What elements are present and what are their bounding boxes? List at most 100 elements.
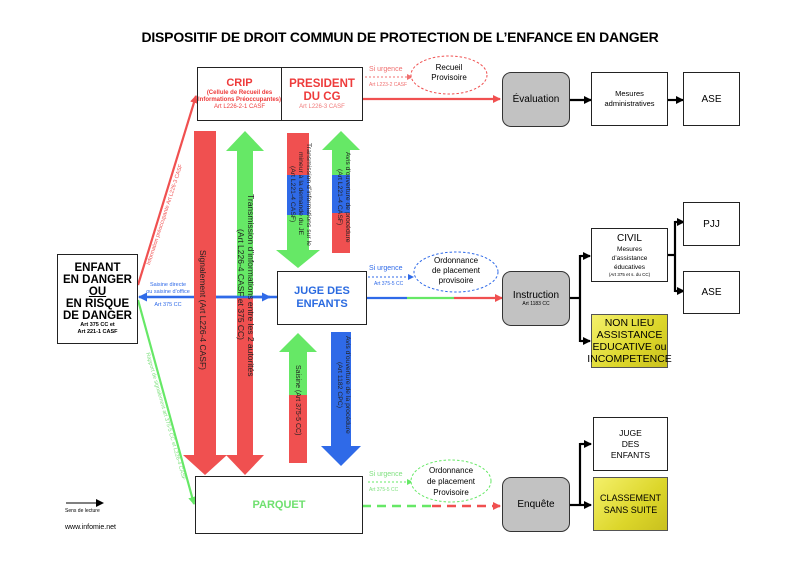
- urgence-ref-3: Art 375-5 CC: [369, 487, 399, 493]
- mesures-admin-box: Mesures administratives: [591, 72, 668, 126]
- juge-bottom-box: JUGE DES ENFANTS: [593, 417, 668, 471]
- urgence-label-3: Si urgence: [369, 471, 403, 478]
- civil-line2: d’assistance: [611, 254, 648, 262]
- label-avis-ouverture-cg: Avis d’ouverture de procédure (Art L221-…: [331, 140, 351, 255]
- civil-ref: (Art 375 et s. du CC): [608, 271, 651, 277]
- pjj-box: PJJ: [683, 202, 740, 246]
- instruction-label: Instruction: [512, 290, 560, 301]
- enfant-ref1: Art 375 CC et: [80, 322, 115, 328]
- ase-top-label: ASE: [701, 93, 722, 105]
- juge-box: JUGE DES ENFANTS: [277, 271, 367, 325]
- president-box: PRESIDENT DU CG Art L226-3 CASF: [281, 67, 363, 121]
- ase-top-box: ASE: [683, 72, 740, 126]
- juge-bottom-line1: JUGE: [619, 427, 642, 438]
- mesures-admin-line1: Mesures: [615, 89, 644, 98]
- enfant-box: ENFANT EN DANGER OU EN RISQUE DE DANGER …: [57, 254, 138, 344]
- bubble-2-line2: de placement: [431, 266, 481, 275]
- non-lieu-line3: EDUCATIVE ou: [592, 341, 667, 353]
- avis-ouverture-cg-line1: Avis d’ouverture de procédure: [344, 152, 351, 243]
- evaluation-box: Évaluation: [502, 72, 570, 127]
- pjj-label: PJJ: [703, 218, 720, 230]
- enfant-ref2: Art 221-1 CASF: [77, 329, 118, 335]
- avis-ouverture-1182-line2: (Art 1182 CPC): [336, 362, 343, 408]
- urgence-ref-2: Art 375-5 CC: [374, 281, 404, 287]
- civil-line1: Mesures: [617, 245, 642, 253]
- urgence-label-1: Si urgence: [369, 66, 403, 73]
- page-title: DISPOSITIF DE DROIT COMMUN DE PROTECTION…: [141, 29, 659, 45]
- bubble-text-2: Ordonnance de placement provisoire: [414, 256, 498, 286]
- juge-line1: JUGE DES: [294, 285, 350, 297]
- enquete-box: Enquête: [502, 477, 570, 532]
- transmission-2-autorites-line2: (Art L226-4 CASF et 375 CC): [236, 229, 246, 341]
- arrow-transmission-mineur-red: [287, 133, 309, 175]
- arrow-saisine-375-red: [289, 395, 307, 463]
- bubble-3-line1: Ordonnance: [428, 466, 474, 475]
- non-lieu-line4: INCOMPETENCE: [587, 353, 672, 365]
- ase-mid-box: ASE: [683, 271, 740, 314]
- bubble-text-3: Ordonnance de placement Provisoire: [411, 465, 491, 498]
- arrow-transmission-2-autorites: [226, 131, 264, 297]
- urgence-label-2: Si urgence: [369, 265, 403, 272]
- juge-line2: ENFANTS: [296, 298, 348, 310]
- saisine-line1: Saisine directe: [149, 282, 187, 288]
- transmission-mineur-line2: mineur à la demande du JE: [297, 152, 304, 236]
- arrow-transmission-2-autorites-lower: [226, 297, 264, 475]
- transmission-mineur-line1: Transmission d’informations sur le: [305, 142, 312, 246]
- president-line1: PRESIDENT: [289, 77, 355, 90]
- enquete-label: Enquête: [517, 499, 555, 510]
- instruction-box: Instruction Art 1183 CC: [502, 271, 570, 326]
- non-lieu-line2: ASSISTANCE: [596, 329, 663, 341]
- classement-line2: SANS SUITE: [603, 505, 658, 515]
- arrow-transmission-mineur-blue: [287, 175, 309, 215]
- enfant-line1: ENFANT: [74, 262, 121, 274]
- bubble-1-line1: Recueil: [435, 63, 463, 72]
- arrow-info-preoccupante: [136, 95, 198, 286]
- label-transmission-mineur: Transmission d’informations sur le mineu…: [286, 134, 312, 254]
- enfant-line2: EN DANGER: [62, 274, 132, 286]
- arrow-rapport-signalement: [136, 299, 197, 505]
- avis-ouverture-cg-line2: (Art L221-4 CASF): [336, 169, 343, 226]
- label-transmission-2-autorites: Transmission d’informations entre les 2 …: [234, 190, 256, 380]
- president-ref: Art L226-3 CASF: [299, 103, 345, 110]
- crip-sub1: (Cellule de Recueil des: [206, 90, 273, 96]
- arrow-signalement: [183, 131, 227, 475]
- arrow-saisine-375-green: [279, 333, 317, 395]
- crip-sub2: Informations Préoccupantes): [198, 97, 282, 103]
- juge-bottom-line3: ENFANTS: [610, 449, 651, 460]
- evaluation-label: Évaluation: [512, 94, 560, 105]
- website-label: www.infomie.net: [65, 524, 116, 531]
- legend-label: Sens de lecture: [65, 508, 100, 514]
- transmission-2-autorites-line1: Transmission d’informations entre les 2 …: [246, 193, 256, 377]
- crip-box: CRIP (Cellule de Recueil des Information…: [197, 67, 282, 121]
- label-saisine-ref: Art 375 CC: [154, 302, 182, 308]
- civil-box: CIVIL Mesures d’assistance éducatives (A…: [591, 228, 668, 282]
- label-avis-ouverture-1182: Avis d’ouverture de la procédure (Art 11…: [331, 335, 351, 435]
- classement-box: CLASSEMENT SANS SUITE: [593, 477, 668, 531]
- parquet-box: PARQUET: [195, 476, 363, 534]
- bubble-1-line2: Provisoire: [431, 73, 467, 82]
- parquet-label: PARQUET: [252, 499, 306, 511]
- arrow-avis-ouverture-cg-red: [332, 213, 350, 253]
- classement-line1: CLASSEMENT: [599, 493, 661, 503]
- non-lieu-box: NON LIEU ASSISTANCE EDUCATIVE ou INCOMPE…: [587, 314, 672, 368]
- urgence-ref-1: Art L223-2 CASF: [369, 82, 408, 88]
- arrow-avis-ouverture-1182: [321, 332, 361, 466]
- label-saisine-375: Saisine (Art 375-5 CC): [294, 364, 301, 436]
- bubble-ordonnance-juge: [413, 251, 499, 293]
- arrow-avis-ouverture-cg-blue: [332, 175, 350, 213]
- bubble-ordonnance-parquet: [410, 459, 492, 503]
- transmission-mineur-line3: (Art L221-4 CASF): [289, 165, 296, 223]
- juge-bottom-line2: DES: [621, 438, 640, 449]
- saisine-line2: ou saisine d’office: [146, 289, 190, 295]
- avis-ouverture-1182-line1: Avis d’ouverture de la procédure: [344, 336, 351, 434]
- president-line2: DU CG: [303, 90, 341, 103]
- label-saisine-directe: Saisine directe ou saisine d’office: [140, 282, 196, 296]
- enfant-line5: DE DANGER: [62, 310, 132, 322]
- arrow-transmission-mineur-green: [276, 215, 320, 268]
- label-signalement: Signalement (Art L226-4 CASF): [198, 250, 208, 370]
- bubble-3-line3: Provisoire: [433, 488, 469, 497]
- bubble-2-line3: provisoire: [438, 276, 474, 285]
- enfant-line4: EN RISQUE: [65, 298, 130, 310]
- bubble-2-line1: Ordonnance: [433, 256, 479, 265]
- arrow-avis-ouverture-cg-green: [322, 131, 360, 175]
